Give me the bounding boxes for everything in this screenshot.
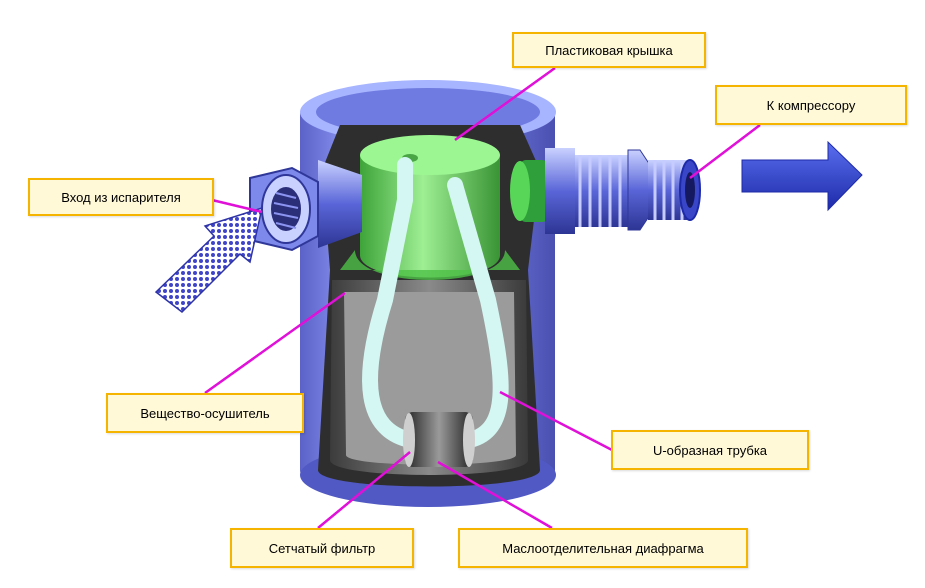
right-arrow-icon <box>741 140 863 212</box>
leader-u-tube <box>499 390 613 452</box>
leader-evaporator-inlet <box>211 198 263 214</box>
leader-desiccant <box>204 291 346 395</box>
label-evaporator-inlet: Вход из испарителя <box>28 178 214 216</box>
label-oil-diaphragm-text: Маслоотделительная диафрагма <box>502 540 704 556</box>
label-oil-diaphragm: Маслоотделительная диафрагма <box>458 528 748 568</box>
leader-mesh-filter <box>317 451 411 529</box>
label-plastic-cap-text: Пластиковая крышка <box>545 42 673 58</box>
label-mesh-filter-text: Сетчатый фильтр <box>268 540 376 556</box>
leader-lines <box>204 66 761 530</box>
leader-to-compressor <box>689 124 761 179</box>
label-u-tube: U-образная трубка <box>611 430 809 470</box>
label-evaporator-inlet-text: Вход из испарителя <box>61 189 181 205</box>
leader-plastic-cap <box>454 66 556 142</box>
dotted-arrow-icon <box>154 206 264 313</box>
label-to-compressor: К компрессору <box>715 85 907 125</box>
label-desiccant: Вещество-осушитель <box>106 393 304 433</box>
label-mesh-filter: Сетчатый фильтр <box>230 528 414 568</box>
label-u-tube-text: U-образная трубка <box>652 442 768 458</box>
mesh-filter <box>403 412 475 467</box>
leader-oil-diaphragm <box>437 460 553 530</box>
plastic-cap <box>340 135 520 280</box>
label-to-compressor-text: К компрессору <box>766 97 856 113</box>
label-desiccant-text: Вещество-осушитель <box>140 405 270 421</box>
inlet-fitting <box>249 160 362 252</box>
label-plastic-cap: Пластиковая крышка <box>512 32 706 68</box>
outlet-fitting <box>510 148 701 234</box>
